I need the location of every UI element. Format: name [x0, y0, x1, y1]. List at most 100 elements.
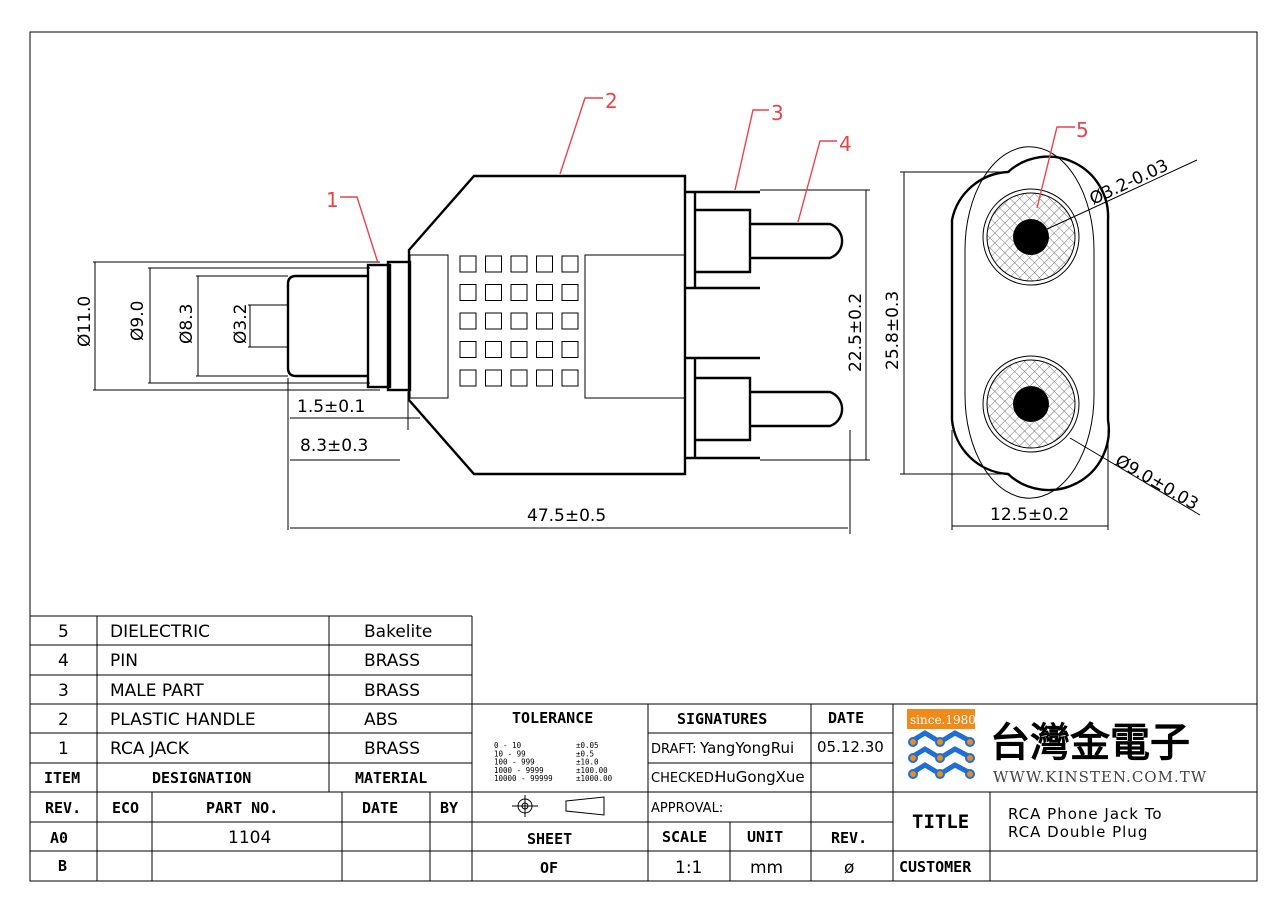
- callout-1: 1: [326, 188, 339, 212]
- signatures-title: SIGNATURES: [677, 710, 767, 728]
- draft-label: DRAFT:: [651, 742, 697, 757]
- grip-square: [459, 284, 477, 301]
- dim-l15: 1.5±0.1: [297, 397, 365, 417]
- sheet-border: [29, 31, 1258, 882]
- callout-4: 4: [839, 132, 852, 156]
- pin-bottom: [750, 390, 844, 428]
- tolerance-value: ±0.05: [576, 741, 599, 750]
- tolerance-range: 10 - 99: [494, 749, 526, 758]
- grip-square: [459, 341, 477, 358]
- grip-square: [485, 255, 502, 273]
- handle-inner-panel: [409, 254, 449, 399]
- grip-square: [536, 284, 553, 301]
- company-website: WWW.KINSTEN.COM.TW: [993, 768, 1207, 786]
- bom-designation-1: RCA JACK: [110, 739, 190, 759]
- jack-flange: [366, 263, 392, 389]
- bom-header-material: MATERIAL: [355, 769, 427, 787]
- bom-item-3: 3: [58, 681, 69, 701]
- grip-square: [459, 312, 477, 330]
- rev-label: REV.: [831, 829, 867, 847]
- dielectric-top: [982, 188, 1080, 286]
- front-outline: [950, 155, 1111, 492]
- rev-value: ø: [844, 858, 854, 878]
- front-view: 25.8±0.3 12.5±0.2 Ø3.2-0.03 Ø9.0±0.03 5: [883, 118, 1202, 530]
- draft-date: 05.12.30: [817, 738, 884, 756]
- tolerance-value: ±0.5: [576, 749, 594, 758]
- title-line-1: RCA Phone Jack To: [1008, 805, 1163, 823]
- grip-square: [510, 284, 528, 301]
- unit-value: mm: [750, 858, 783, 878]
- tolerance-range: 1000 - 9999: [494, 766, 544, 775]
- tolerance-range: 0 - 10: [494, 741, 522, 750]
- bom-header-item: ITEM: [44, 769, 80, 787]
- grip-square: [485, 284, 502, 301]
- pin-top: [750, 222, 844, 260]
- rev-header-eco: ECO: [112, 799, 139, 817]
- dim-dia32: Ø3.2-0.03: [1087, 156, 1172, 210]
- grip-square: [485, 341, 502, 358]
- pin-bottom-end: [1013, 386, 1049, 422]
- grip-square: [459, 369, 477, 387]
- dielectric-bottom: [982, 355, 1080, 453]
- rev-header-part-no: PART NO.: [206, 799, 278, 817]
- grip-square: [561, 341, 579, 358]
- grip-square: [561, 284, 579, 301]
- bom-header-designation: DESIGNATION: [152, 769, 251, 787]
- jack-sleeve: [286, 274, 368, 378]
- callout-2: 2: [605, 89, 618, 113]
- grip-square: [536, 255, 553, 273]
- grip-square: [510, 369, 528, 387]
- grip-square: [536, 341, 553, 358]
- customer-label: CUSTOMER: [899, 858, 972, 876]
- dim-l83: 8.3±0.3: [300, 436, 368, 456]
- company-name: 台灣金電子: [990, 719, 1190, 766]
- bom-item-2: 2: [58, 710, 69, 730]
- bom-designation-4: PIN: [110, 651, 138, 671]
- bom-table: 5 DIELECTRIC Bakelite 4 PIN BRASS 3 MALE…: [30, 615, 1257, 881]
- projection-symbol: [512, 795, 605, 817]
- rev-header-date: DATE: [362, 799, 398, 817]
- callout-3: 3: [771, 101, 784, 125]
- approval-label: APPROVAL:: [651, 801, 723, 816]
- rev-header-by: BY: [440, 799, 458, 817]
- logo-since-badge: [907, 709, 975, 729]
- tolerance-title: TOLERANCE: [512, 709, 593, 727]
- dim-dia90: Ø9.0±0.03: [1112, 451, 1202, 515]
- bom-material-5: Bakelite: [364, 622, 432, 642]
- dim-d32: Ø3.2: [231, 304, 251, 344]
- bom-material-2: ABS: [364, 710, 398, 730]
- grip-square: [561, 369, 579, 387]
- checked-label: CHECKED:: [651, 771, 718, 786]
- of-label: OF: [540, 859, 558, 877]
- rev-row-a0: A0: [50, 829, 68, 847]
- bom-designation-5: DIELECTRIC: [110, 622, 210, 642]
- rev-row-b: B: [58, 857, 67, 875]
- tolerance-value: ±1000.00: [576, 774, 613, 783]
- bom-material-1: BRASS: [364, 739, 420, 759]
- tolerance-value: ±100.00: [576, 766, 608, 775]
- bom-material-4: BRASS: [364, 651, 420, 671]
- bom-material-3: BRASS: [364, 681, 420, 701]
- part-number: 1104: [228, 828, 271, 848]
- grip-square: [510, 341, 528, 358]
- grip-square: [510, 255, 528, 273]
- scale-label: SCALE: [662, 828, 707, 846]
- date-title: DATE: [828, 709, 864, 727]
- male-part-bottom: [685, 356, 760, 460]
- unit-label: UNIT: [747, 828, 783, 846]
- title-label: TITLE: [912, 811, 969, 833]
- company-since: since.1980: [910, 713, 976, 727]
- company-logo-icon: [908, 730, 975, 779]
- grip-square: [561, 312, 579, 330]
- draft-name: YangYongRui: [699, 739, 794, 757]
- tolerance-value: ±10.0: [576, 758, 599, 767]
- grip-square: [561, 255, 579, 273]
- grip-square: [536, 369, 553, 387]
- dim-w125: 12.5±0.2: [990, 505, 1069, 525]
- bom-designation-3: MALE PART: [110, 681, 204, 701]
- grip-square: [459, 255, 477, 273]
- dim-h225: 22.5±0.2: [846, 293, 866, 372]
- bom-designation-2: PLASTIC HANDLE: [110, 710, 256, 730]
